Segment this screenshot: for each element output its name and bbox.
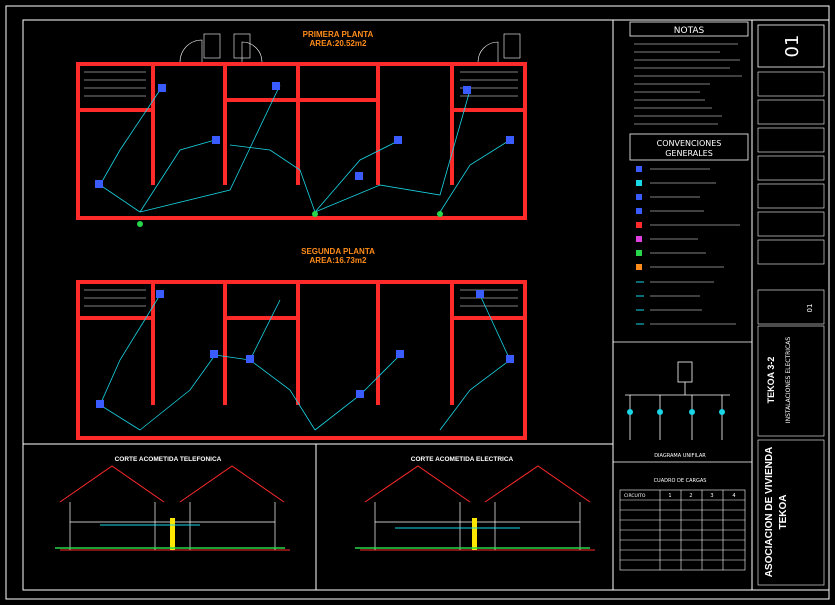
second-floor-plan: SEGUNDA PLANTA AREA:16.73m2	[76, 247, 527, 440]
first-floor-title: PRIMERA PLANTA	[303, 30, 374, 39]
second-floor-title: SEGUNDA PLANTA	[301, 247, 375, 256]
electric-section-title: CORTE ACOMETIDA ELECTRICA	[411, 456, 514, 463]
title-block: 01 01 TEKOA 3-2 INSTALACIONES ELECTRICAS…	[757, 24, 825, 586]
load-table-col-3: 3	[710, 493, 713, 499]
load-table-header: CIRCUITO	[624, 493, 646, 499]
notes-title: NOTAS	[674, 26, 705, 36]
sheet-number-small: 01	[806, 304, 814, 313]
single-line-diagram: DIAGRAMA UNIFILAR	[625, 361, 730, 459]
sheet-title: INSTALACIONES ELECTRICAS	[785, 337, 792, 424]
load-table-col-4: 4	[732, 493, 735, 499]
association-name: TEKOA	[778, 495, 789, 530]
telephone-section-title: CORTE ACOMETIDA TELEFONICA	[115, 456, 222, 463]
first-floor-area: AREA:20.52m2	[310, 39, 367, 48]
load-table-col-1: 1	[668, 493, 671, 499]
single-line-caption: DIAGRAMA UNIFILAR	[654, 453, 706, 459]
sheet-number: 01	[782, 35, 803, 58]
load-table-col-2: 2	[689, 493, 692, 499]
second-floor-area: AREA:16.73m2	[310, 256, 367, 265]
conventions-title-1: CONVENCIONES	[657, 139, 722, 148]
electric-service-section: CORTE ACOMETIDA ELECTRICA	[355, 456, 595, 551]
notes-panel: NOTAS CONVENCIONES GENERALES	[613, 21, 752, 463]
telephone-service-section: CORTE ACOMETIDA TELEFONICA	[55, 456, 290, 551]
load-table-title: CUADRO DE CARGAS	[654, 478, 707, 484]
conventions-title-2: GENERALES	[665, 149, 713, 158]
first-floor-plan: PRIMERA PLANTA AREA:20.52m2	[76, 30, 527, 227]
project-code: TEKOA 3-2	[766, 357, 776, 404]
association-label: ASOCIACION DE VIVIENDA	[764, 447, 775, 578]
inner-frame	[22, 19, 830, 591]
load-table: CUADRO DE CARGAS CIRCUITO 1 2 3 4	[619, 478, 746, 571]
